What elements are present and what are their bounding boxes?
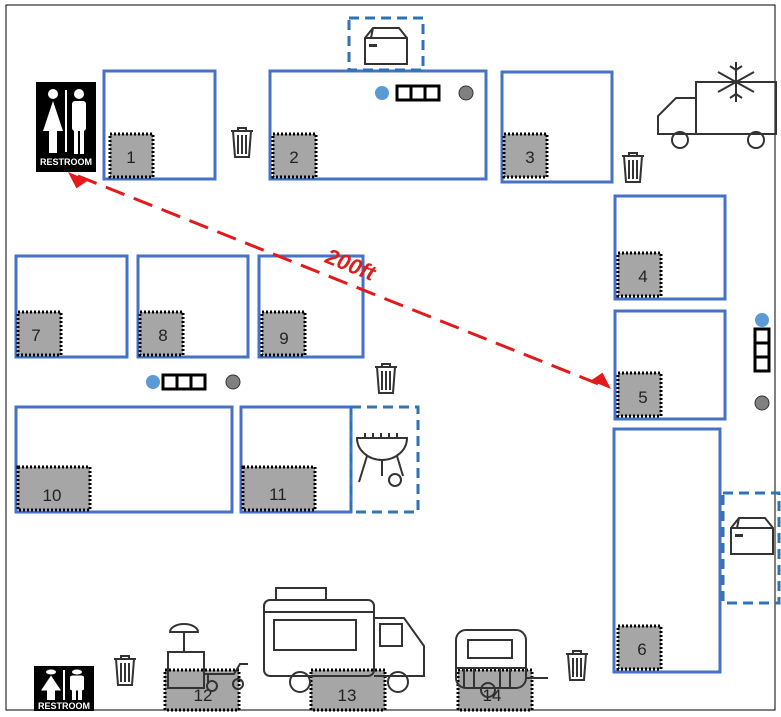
food-cart-icon [167,623,248,692]
booth-number-12: 12 [194,686,213,705]
freezer-zone-right [721,491,781,605]
booth-tag-2 [271,132,318,179]
booth-number-4: 4 [638,267,647,286]
grill-zone [349,405,420,514]
grill-icon [355,433,409,487]
booth-outline-8 [136,254,250,359]
booth-outline-2 [268,69,488,181]
restroom-sign-base [34,700,94,710]
booth-number-2: 2 [289,148,298,167]
booth-outline-3 [500,70,614,184]
booth-tag-7 [16,310,63,357]
trash-can-icon [374,363,398,394]
booth-tag-3 [502,132,549,179]
booth-tag-6 [616,624,663,671]
booth-number-7: 7 [31,326,40,345]
booth-tag-4 [616,251,663,298]
booth-number-1: 1 [126,148,135,167]
trash-can-icon [565,650,589,681]
booth-outline-10 [14,405,234,514]
booth-outlines [14,69,727,674]
booth-numbers: 1 2 3 4 5 6 7 8 9 10 11 12 13 14 [31,148,647,705]
booth-number-8: 8 [158,326,167,345]
booth-tag-12 [163,668,241,712]
booth-outline-7 [14,254,129,359]
freezer-icon [730,517,774,555]
booth-number-9: 9 [279,329,288,348]
food-trailer-icon [455,629,548,698]
booth-number-10: 10 [43,486,62,505]
booth-outline-5 [613,309,727,421]
booth-outline-1 [102,69,217,181]
generator-rack-icon [753,313,771,411]
restroom-label-bottom: RESTROOM [38,701,90,711]
distance-arrow [68,172,611,389]
booth-tag-1 [108,132,155,179]
booth-number-5: 5 [638,388,647,407]
freezer-icon [364,27,408,65]
distance-label: 200ft [321,243,380,286]
trash-can-icon [113,655,137,686]
trash-can-icon [621,152,645,183]
freezer-zone-top [347,16,425,72]
booth-tag-9 [260,310,307,357]
booth-tag-11 [241,465,317,512]
booth-tag-14 [456,668,534,712]
booth-outline-6 [612,427,722,674]
food-truck-icon [263,587,425,693]
booth-tag-10 [16,465,92,512]
booth-outline-9 [257,254,365,359]
booth-label-tags [16,132,663,712]
booth-tag-5 [616,371,663,418]
booth-number-11: 11 [269,485,287,504]
trash-can-icon [230,127,254,158]
generator-rack-icon [146,373,241,391]
booth-number-13: 13 [338,686,357,705]
generator-rack-icon [375,84,474,102]
booth-tag-8 [138,310,185,357]
booth-number-3: 3 [525,148,534,167]
booth-number-6: 6 [637,640,646,659]
map-frame [5,4,776,711]
booth-outline-4 [613,194,727,301]
restroom-label: RESTROOM [40,157,92,167]
restroom-sign-icon: RESTROOM [36,82,96,172]
refrigerated-truck-icon [657,62,777,149]
